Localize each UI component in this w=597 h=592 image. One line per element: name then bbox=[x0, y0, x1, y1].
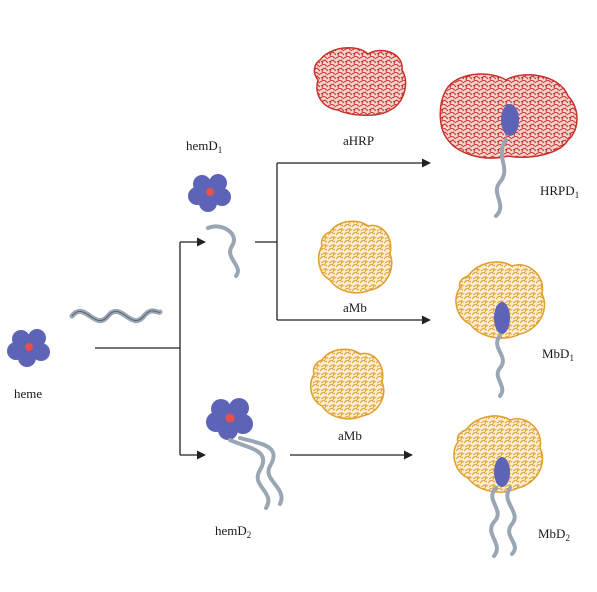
dna-strand-icon bbox=[238, 436, 284, 506]
heme-molecule-icon bbox=[494, 457, 510, 487]
myoglobin-protein-icon bbox=[455, 261, 546, 339]
dna-strand-icon bbox=[505, 486, 517, 556]
hemD2-label: hemD2 bbox=[215, 523, 251, 540]
myoglobin-protein-icon bbox=[309, 348, 385, 420]
heme-molecule-icon bbox=[501, 104, 519, 136]
aHRP-label: aHRP bbox=[343, 133, 374, 148]
MbD2-complex bbox=[453, 415, 544, 558]
dna-strand-icon bbox=[495, 334, 505, 398]
dna-strand-icon bbox=[489, 486, 500, 558]
heme-molecule-icon bbox=[494, 302, 510, 334]
hemD1-complex bbox=[188, 174, 240, 278]
heme-molecule-icon bbox=[188, 174, 231, 212]
myoglobin-protein-icon bbox=[317, 220, 393, 294]
HRPD1-label: HRPD1 bbox=[540, 183, 579, 200]
heme-label: heme bbox=[14, 386, 42, 401]
flow-lines bbox=[95, 158, 431, 460]
MbD1-complex bbox=[455, 261, 546, 398]
dna-strand-icon bbox=[69, 308, 163, 324]
heme-molecule-icon bbox=[7, 329, 50, 367]
MbD2-label: MbD2 bbox=[538, 526, 570, 543]
hemD1-label: hemD1 bbox=[186, 138, 222, 155]
dna-strand-icon bbox=[206, 224, 240, 278]
myoglobin-protein-icon bbox=[453, 415, 544, 493]
aMb-bottom-label: aMb bbox=[338, 428, 362, 443]
dna-strand-icon bbox=[494, 138, 508, 218]
aMb-top-label: aMb bbox=[343, 300, 367, 315]
dna-strand-icon bbox=[228, 438, 271, 510]
hemD2-complex bbox=[206, 398, 284, 510]
heme-molecule-icon bbox=[206, 398, 253, 440]
MbD1-label: MbD1 bbox=[542, 346, 574, 363]
hrp-protein-icon bbox=[313, 47, 407, 116]
HRPD1-complex bbox=[439, 73, 578, 218]
